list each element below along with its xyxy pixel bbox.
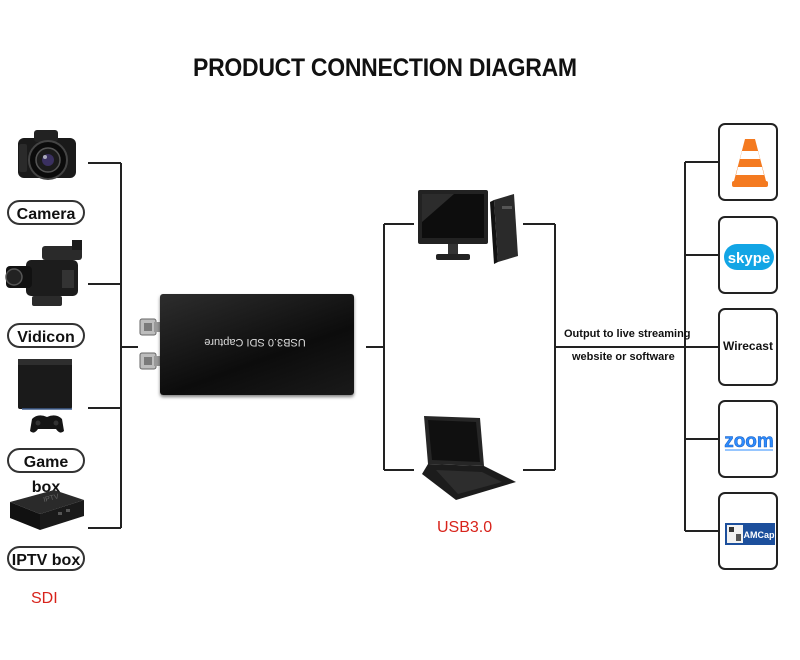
device-label: USB3.0 SDI Capture bbox=[204, 336, 306, 348]
source-label-iptv-box: IPTV box bbox=[7, 546, 85, 571]
laptop-icon bbox=[422, 416, 516, 500]
sdi-label: SDI bbox=[31, 590, 58, 607]
output-zoom: zoom bbox=[718, 400, 778, 478]
camera-icon bbox=[18, 130, 76, 180]
source-label-game-box: Game box bbox=[7, 448, 85, 496]
output-amcap: AMCap bbox=[718, 492, 778, 570]
iptv-box-icon: IPTV bbox=[10, 490, 84, 530]
game-console-icon bbox=[18, 359, 72, 433]
vlc-icon bbox=[732, 139, 768, 187]
desktop-computer-icon bbox=[418, 190, 518, 264]
usb-sdi-capture-device bbox=[160, 294, 354, 395]
usb-label: USB3.0 bbox=[437, 519, 493, 536]
output-vlc bbox=[718, 123, 778, 201]
svg-text:skype: skype bbox=[728, 250, 771, 267]
amcap-icon: AMCap bbox=[725, 523, 776, 545]
source-label-vidicon: Vidicon bbox=[7, 323, 85, 348]
wirecast-icon: Wirecast bbox=[723, 339, 773, 353]
zoom-icon: zoom bbox=[724, 431, 774, 452]
skype-icon: skype bbox=[724, 244, 774, 270]
output-note-line1: Output to live streaming bbox=[564, 328, 691, 340]
svg-text:zoom: zoom bbox=[724, 431, 774, 452]
output-skype: skype bbox=[718, 216, 778, 294]
svg-text:IPTV: IPTV bbox=[43, 493, 60, 504]
source-label-camera: Camera bbox=[7, 200, 85, 225]
bnc-connector-icon bbox=[139, 318, 162, 370]
svg-text:AMCap: AMCap bbox=[744, 530, 776, 540]
video-camera-icon bbox=[5, 240, 82, 306]
diagram-title: PRODUCT CONNECTION DIAGRAM bbox=[192, 54, 577, 82]
output-note-line2: website or software bbox=[572, 351, 675, 363]
output-wirecast: Wirecast bbox=[718, 308, 778, 386]
